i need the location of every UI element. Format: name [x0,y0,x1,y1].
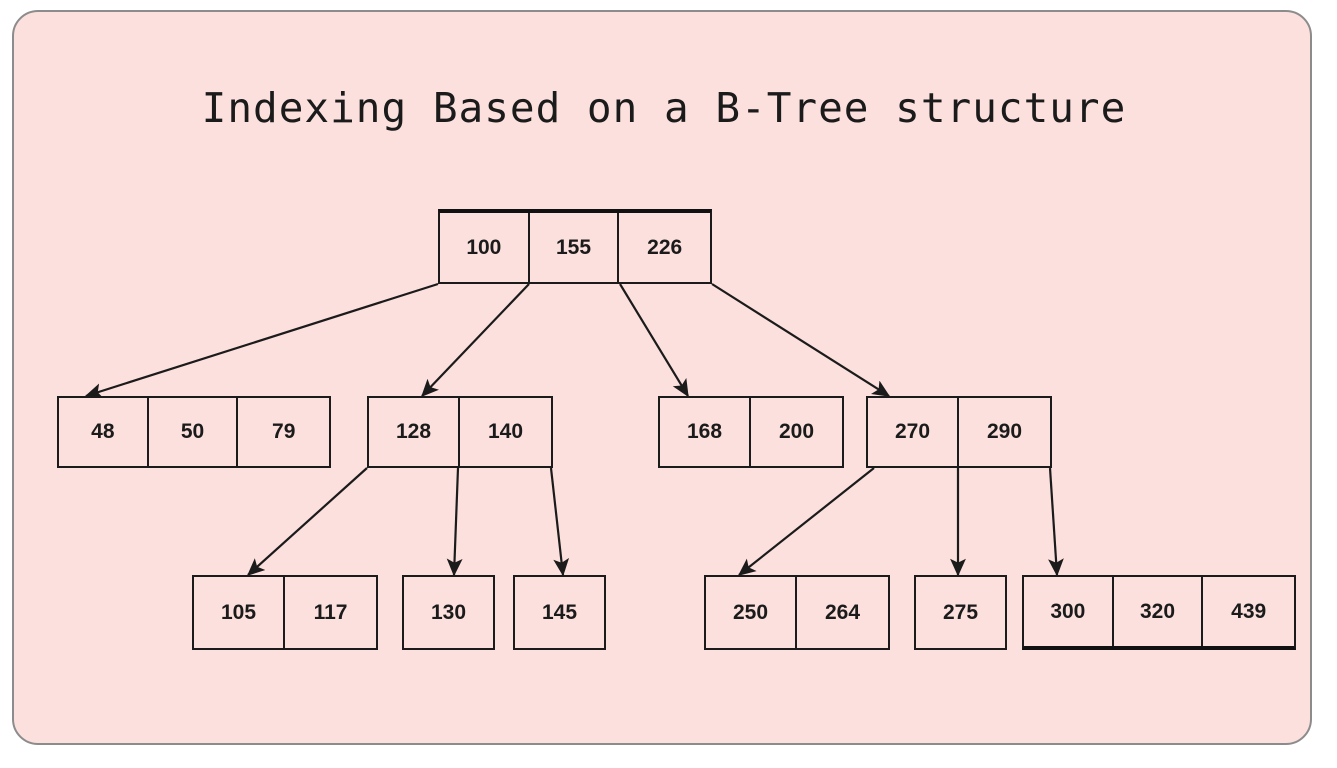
tree-cell-key[interactable]: 275 [942,600,979,624]
tree-cell-key[interactable]: 100 [440,213,530,282]
tree-node-root[interactable]: 100 155 226 [438,209,712,284]
tree-cell-key[interactable]: 50 [149,398,239,466]
tree-cell-key[interactable]: 290 [986,420,1023,443]
tree-node-n4[interactable]: 270 290 [866,396,1052,468]
tree-node-n1[interactable]: 48 50 79 [57,396,331,468]
tree-cell-key[interactable]: 79 [272,420,296,443]
edge-n2-to-l1 [247,467,368,576]
tree-cell-key[interactable]: 48 [59,398,149,466]
tree-cell-key[interactable]: 320 [1114,577,1204,646]
tree-cell-key[interactable]: 155 [530,213,620,282]
tree-node-l5[interactable]: 275 [914,575,1007,650]
tree-cell-key[interactable]: 128 [369,398,461,466]
tree-cell-key[interactable]: 140 [487,420,524,443]
tree-node-l6[interactable]: 300 320 439 [1022,575,1296,650]
tree-cell-key[interactable]: 168 [660,398,752,466]
tree-node-l2[interactable]: 130 [402,575,495,650]
tree-cell-key[interactable]: 270 [868,398,960,466]
slide-frame: Indexing Based on a B-Tree structure [12,10,1312,745]
tree-cell-key[interactable]: 105 [194,577,286,648]
tree-node-l1[interactable]: 105 117 [192,575,378,650]
tree-node-l3[interactable]: 145 [513,575,606,650]
tree-cell-key[interactable]: 439 [1231,599,1267,623]
tree-cell-key[interactable]: 300 [1024,577,1114,646]
edge-root-to-n3 [619,283,689,398]
edge-root-to-n1 [84,282,439,399]
tree-node-n2[interactable]: 128 140 [367,396,553,468]
tree-node-n3[interactable]: 168 200 [658,396,844,468]
edge-n4-to-l6 [1048,467,1064,577]
edge-root-to-n4 [711,283,891,397]
edge-n2-to-l2 [446,467,463,577]
tree-cell-key[interactable]: 130 [430,600,467,624]
tree-cell-key[interactable]: 117 [313,600,348,624]
tree-cell-key[interactable]: 226 [647,235,683,259]
tree-cell-key[interactable]: 264 [824,600,861,624]
page-title: Indexing Based on a B-Tree structure [201,84,1127,132]
tree-cell-key[interactable]: 250 [706,577,798,648]
edge-n2-to-l3 [549,467,570,577]
edge-root-to-n2 [421,283,530,397]
tree-cell-key[interactable]: 200 [778,420,815,443]
tree-node-l4[interactable]: 250 264 [704,575,890,650]
tree-cell-key[interactable]: 145 [541,600,578,624]
edge-n4-to-l4 [737,467,875,576]
